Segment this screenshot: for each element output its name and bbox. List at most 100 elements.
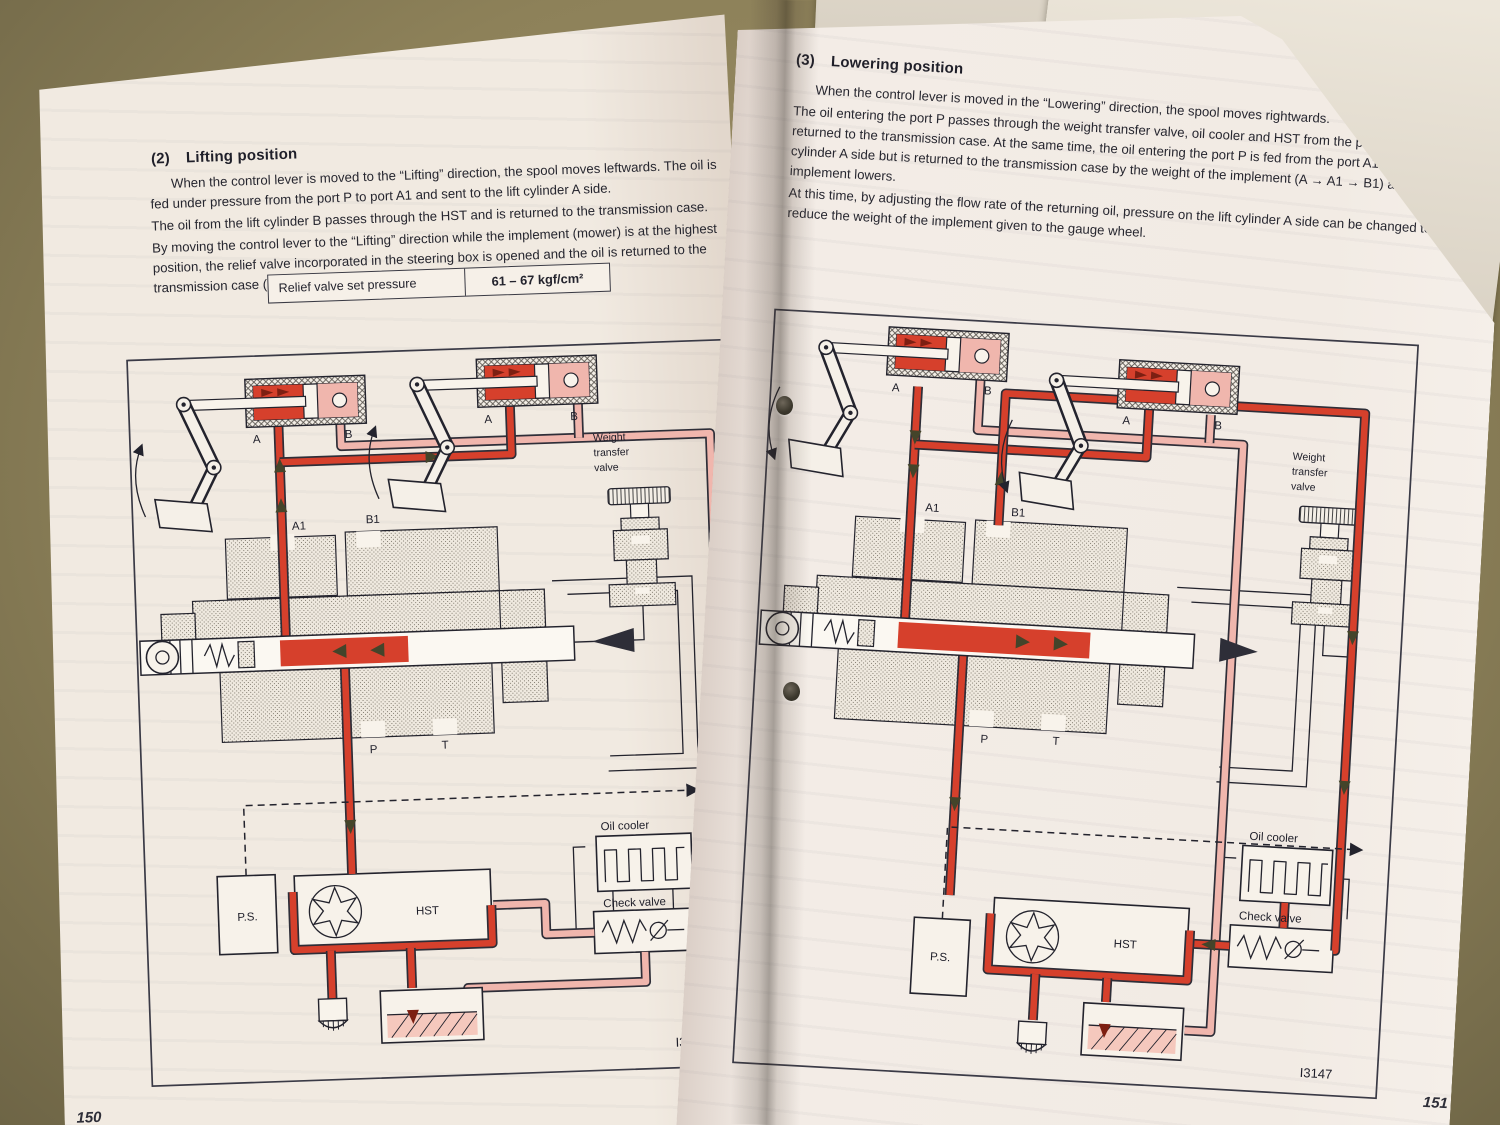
pilot-line (573, 847, 594, 935)
wtv-label: Weight (1292, 451, 1325, 465)
diagram-lifting-position: A B A B A1 B1 P T Weight transfer valve … (124, 336, 761, 1089)
lift-direction-arrow (368, 429, 379, 499)
port-b1-opening (986, 521, 1011, 538)
lift-cylinder-2 (414, 355, 598, 409)
steering-box-end (765, 611, 799, 645)
pilot-line (552, 576, 699, 773)
hst-box (294, 869, 492, 950)
pilot-line (553, 606, 644, 643)
ps-label: P.S. (930, 951, 951, 964)
punch-hole (783, 682, 800, 701)
figure-code: I3147 (1299, 1065, 1332, 1082)
section-heading-lowering: (3)Lowering position (796, 51, 964, 77)
flow-arrow-right (425, 451, 439, 463)
port-p-opening (969, 710, 994, 727)
port-p-label: P (980, 734, 989, 746)
oil-cooler-label: Oil cooler (600, 820, 649, 834)
pilot-line (1323, 626, 1354, 658)
flow-arrow-down (1346, 631, 1359, 646)
oil-cooler (596, 833, 693, 891)
cylinder2-port-b-label: B (1214, 420, 1223, 432)
steering-box-end (146, 641, 179, 674)
page-number-left: 150 (76, 1108, 102, 1125)
spool (140, 626, 575, 675)
lower-direction-arrow (767, 386, 779, 456)
ps-label: P.S. (237, 911, 258, 924)
relief-dashed-line (942, 827, 1358, 942)
cylinder1-port-a-label: A (892, 382, 901, 394)
lift-cylinder-2 (1055, 356, 1239, 414)
wtv-label: transfer (593, 446, 629, 459)
cylinder2-port-a-label: A (1122, 415, 1131, 427)
flow-arrow-left (370, 643, 384, 657)
return-pipe (945, 376, 1246, 1032)
flow-arrow-left (332, 644, 346, 658)
port-t-opening (433, 718, 458, 735)
pump-star-icon (1009, 912, 1056, 962)
flow-arrow-down (1338, 781, 1351, 796)
pump-circle-icon (1005, 909, 1060, 964)
flow-arrow-down (1098, 1024, 1111, 1039)
hst-label: HST (1113, 938, 1137, 951)
port-b1-label: B1 (1011, 507, 1026, 520)
flow-arrow-up (275, 498, 287, 512)
page-left: (2)Lifting position When the control lev… (27, 14, 781, 1125)
check-valve (594, 908, 695, 953)
section-heading-lifting: (2) Lifting position (151, 145, 298, 167)
suction-filter (1017, 1021, 1047, 1055)
flow-arrow-down (344, 820, 356, 834)
check-valve-label: Check valve (603, 896, 666, 910)
check-valve-label: Check valve (1239, 910, 1302, 925)
weight-transfer-valve (1291, 506, 1363, 628)
cylinder1-port-b-label: B (345, 429, 353, 441)
flow-arrow-down (907, 464, 920, 479)
diagram-lowering-position: A B A B A1 B1 P T Weight transfer valve … (730, 306, 1421, 1101)
cylinder2-port-b-label: B (570, 411, 578, 423)
pump-circle-icon (309, 885, 363, 939)
pressure-table-value: 61 – 67 kgf/cm² (491, 270, 584, 289)
pilot-line (567, 590, 683, 757)
flow-arrow-down (407, 1010, 419, 1024)
port-t-label: T (441, 740, 448, 752)
section-number: (2) (150, 149, 171, 168)
lift-arm-1 (151, 396, 223, 533)
spool-direction-arrow-left (592, 628, 635, 653)
pilot-line (613, 889, 674, 911)
cylinder2-port-a-label: A (484, 414, 492, 426)
check-valve-spring-icon (602, 918, 685, 943)
spool-red-flow (897, 622, 1090, 659)
port-b1-opening (356, 531, 381, 548)
oil-cooler-label: Oil cooler (1249, 831, 1298, 846)
spool (759, 610, 1194, 668)
flow-arrow-left (1201, 938, 1216, 951)
pressure-pipe (883, 387, 1365, 1037)
hst-label: HST (416, 905, 439, 918)
oil-cooler-coil-icon (1248, 860, 1328, 896)
section-title: Lowering position (830, 53, 964, 78)
cylinder1-port-b-label: B (984, 385, 993, 397)
wtv-label: valve (594, 461, 619, 474)
flow-arrow-right (1054, 637, 1069, 652)
port-t-label: T (1052, 736, 1060, 748)
lift-cylinder-1 (825, 323, 1009, 381)
lower-direction-arrow (1000, 419, 1012, 489)
flow-arrow-down (948, 797, 961, 812)
diagram-border (733, 309, 1418, 1098)
punch-hole (776, 396, 793, 415)
port-p-opening (361, 721, 386, 738)
spool-direction-arrow-right (1219, 638, 1258, 664)
cylinder1-port-a-label: A (253, 434, 261, 446)
flow-arrow-right (1016, 634, 1031, 649)
port-p-label: P (370, 744, 378, 756)
pressure-table-label: Relief valve set pressure (268, 269, 466, 303)
suction-filter (318, 998, 347, 1031)
section-title: Lifting position (185, 145, 298, 167)
flow-arrow-down (909, 430, 922, 445)
wtv-label: Weight (593, 431, 626, 444)
wtv-label: valve (1291, 481, 1316, 494)
oil-tank (380, 988, 484, 1044)
flow-arrow-up (274, 458, 286, 472)
lift-direction-arrow (135, 447, 146, 517)
oil-tank (1081, 1003, 1184, 1061)
